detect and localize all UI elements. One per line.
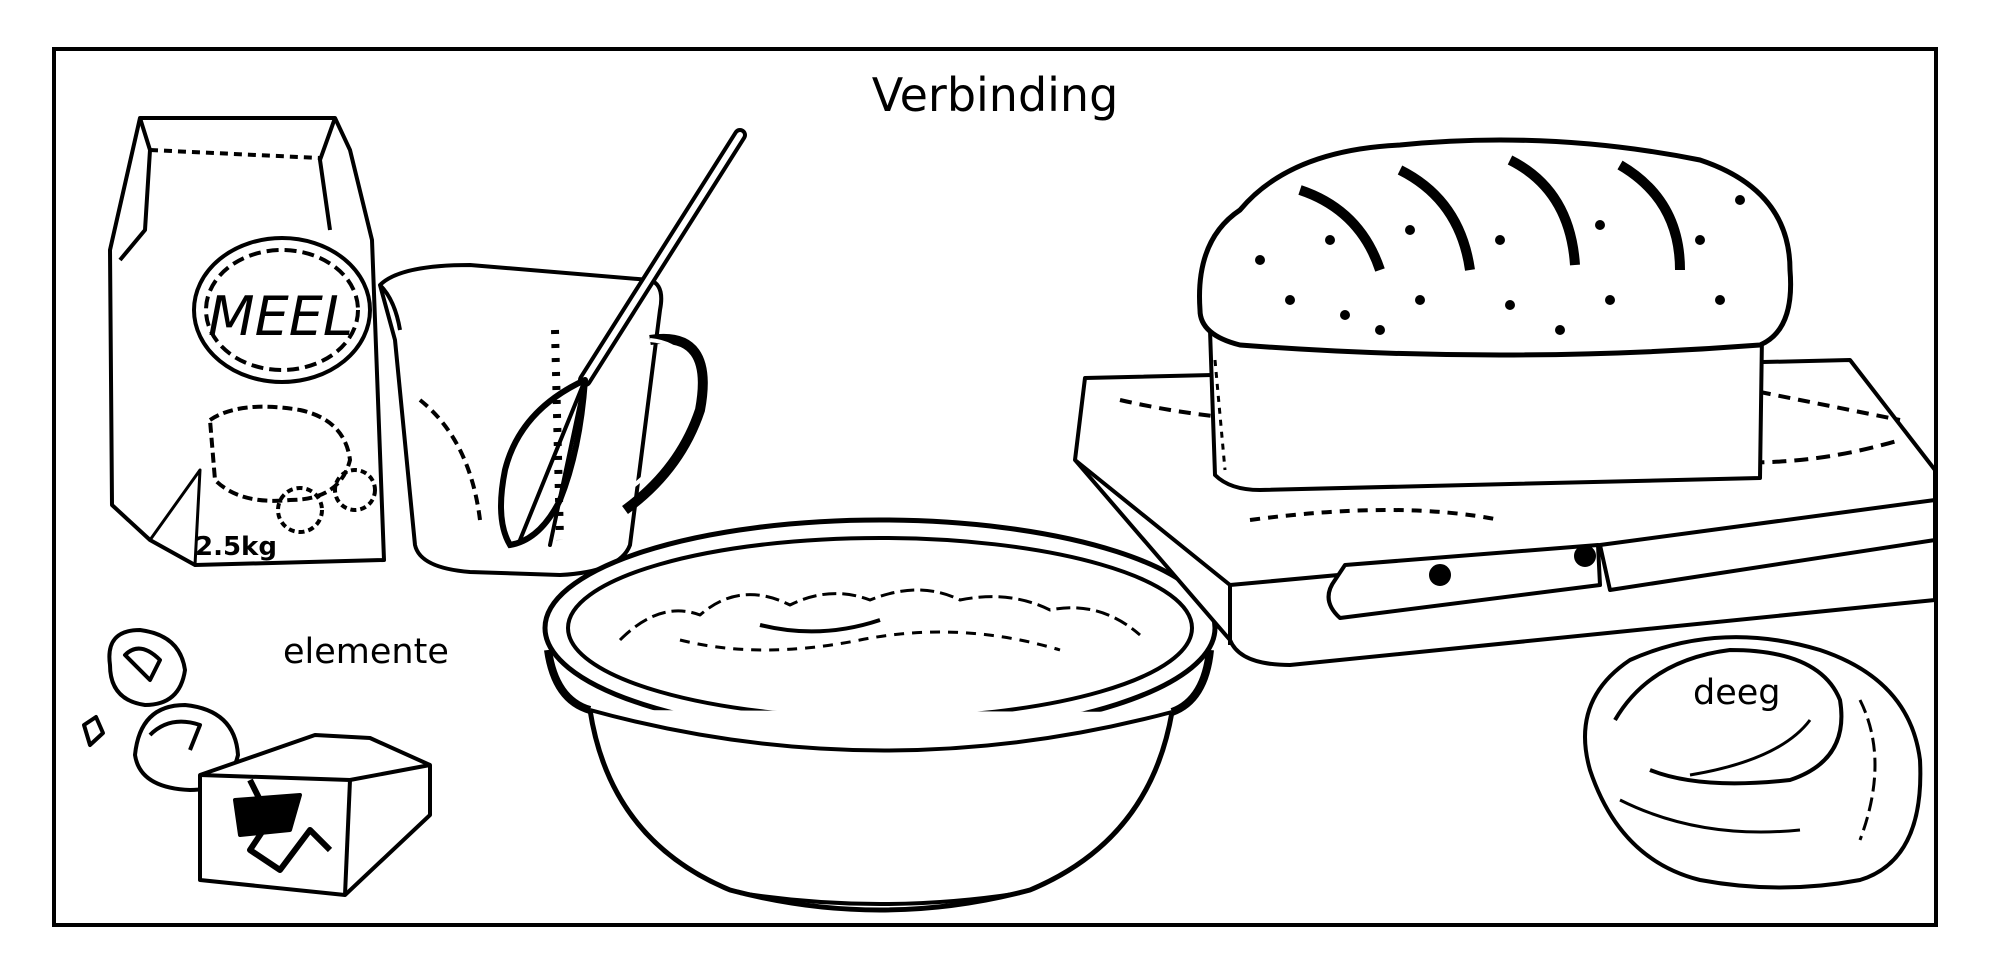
measuring-jug (378, 263, 708, 577)
knife-icon (1326, 498, 1937, 620)
butter-block (198, 733, 432, 897)
bread-loaf (1197, 137, 1794, 492)
flour-bag-brand: MEEL (208, 285, 353, 348)
flour-bag-weight: 2.5kg (195, 532, 277, 562)
ingredients-label: elemente (283, 632, 449, 672)
eggshells (82, 628, 240, 792)
dough-ball (1583, 635, 1923, 890)
flour-bag: MEEL 2.5kg (108, 116, 386, 567)
page-title: Verbinding (871, 68, 1119, 122)
bread-seeds (1255, 195, 1745, 335)
whisk-icon (498, 128, 747, 549)
mixing-bowl (542, 517, 1218, 913)
dough-label: deeg (1693, 673, 1781, 713)
